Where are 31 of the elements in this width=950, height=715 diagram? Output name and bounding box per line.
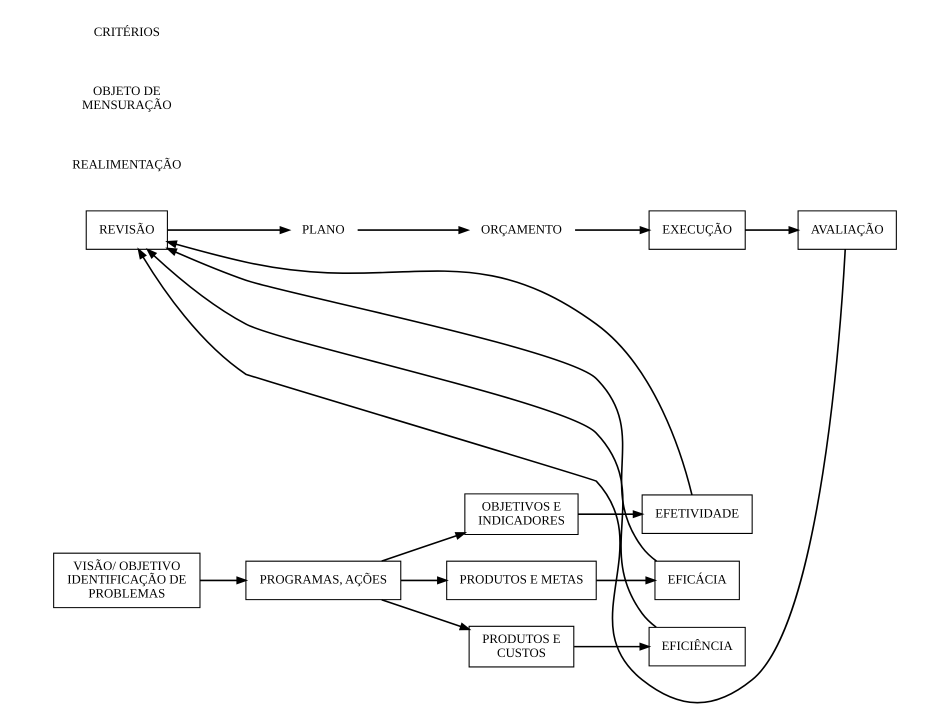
node-box: PROGRAMAS, AÇÕES [245,560,402,600]
arrow [358,225,470,234]
node-box: VISÃO/ OBJETIVO IDENTIFICAÇÃO DE PROBLEMAS [53,552,201,608]
arrow [578,510,645,518]
label: REALIMENTAÇÃO [72,156,182,171]
node-box: EFICIÊNCIA [648,626,746,666]
arrow [165,246,658,562]
node-box: PRODUTOS E CUSTOS [468,625,574,667]
node-box: EXECUÇÃO [648,210,746,250]
arrow [165,240,693,495]
node-text: ORÇAMENTO [481,222,562,236]
arrow [596,576,658,584]
arrow [146,247,657,628]
arrow [168,225,292,234]
node-box: EFICÁCIA [654,560,740,600]
arrow [574,642,652,650]
arrow [200,576,248,584]
node-box: EFETIVIDADE [642,494,753,534]
node-box: PRODUTOS E METAS [446,560,597,600]
node-box: REVISÃO [86,210,168,250]
label: CRITÉRIOS [94,24,160,38]
arrow [401,576,449,584]
arrow [745,225,800,234]
arrow [575,225,652,234]
node-box: AVALIAÇÃO [798,210,897,250]
label: OBJETO DE MENSURAÇÃO [82,84,172,112]
arrow [381,598,472,630]
node-text: PLANO [302,222,345,236]
arrow [381,532,468,562]
arrow [137,246,846,703]
node-box: OBJETIVOS E INDICADORES [464,492,579,535]
